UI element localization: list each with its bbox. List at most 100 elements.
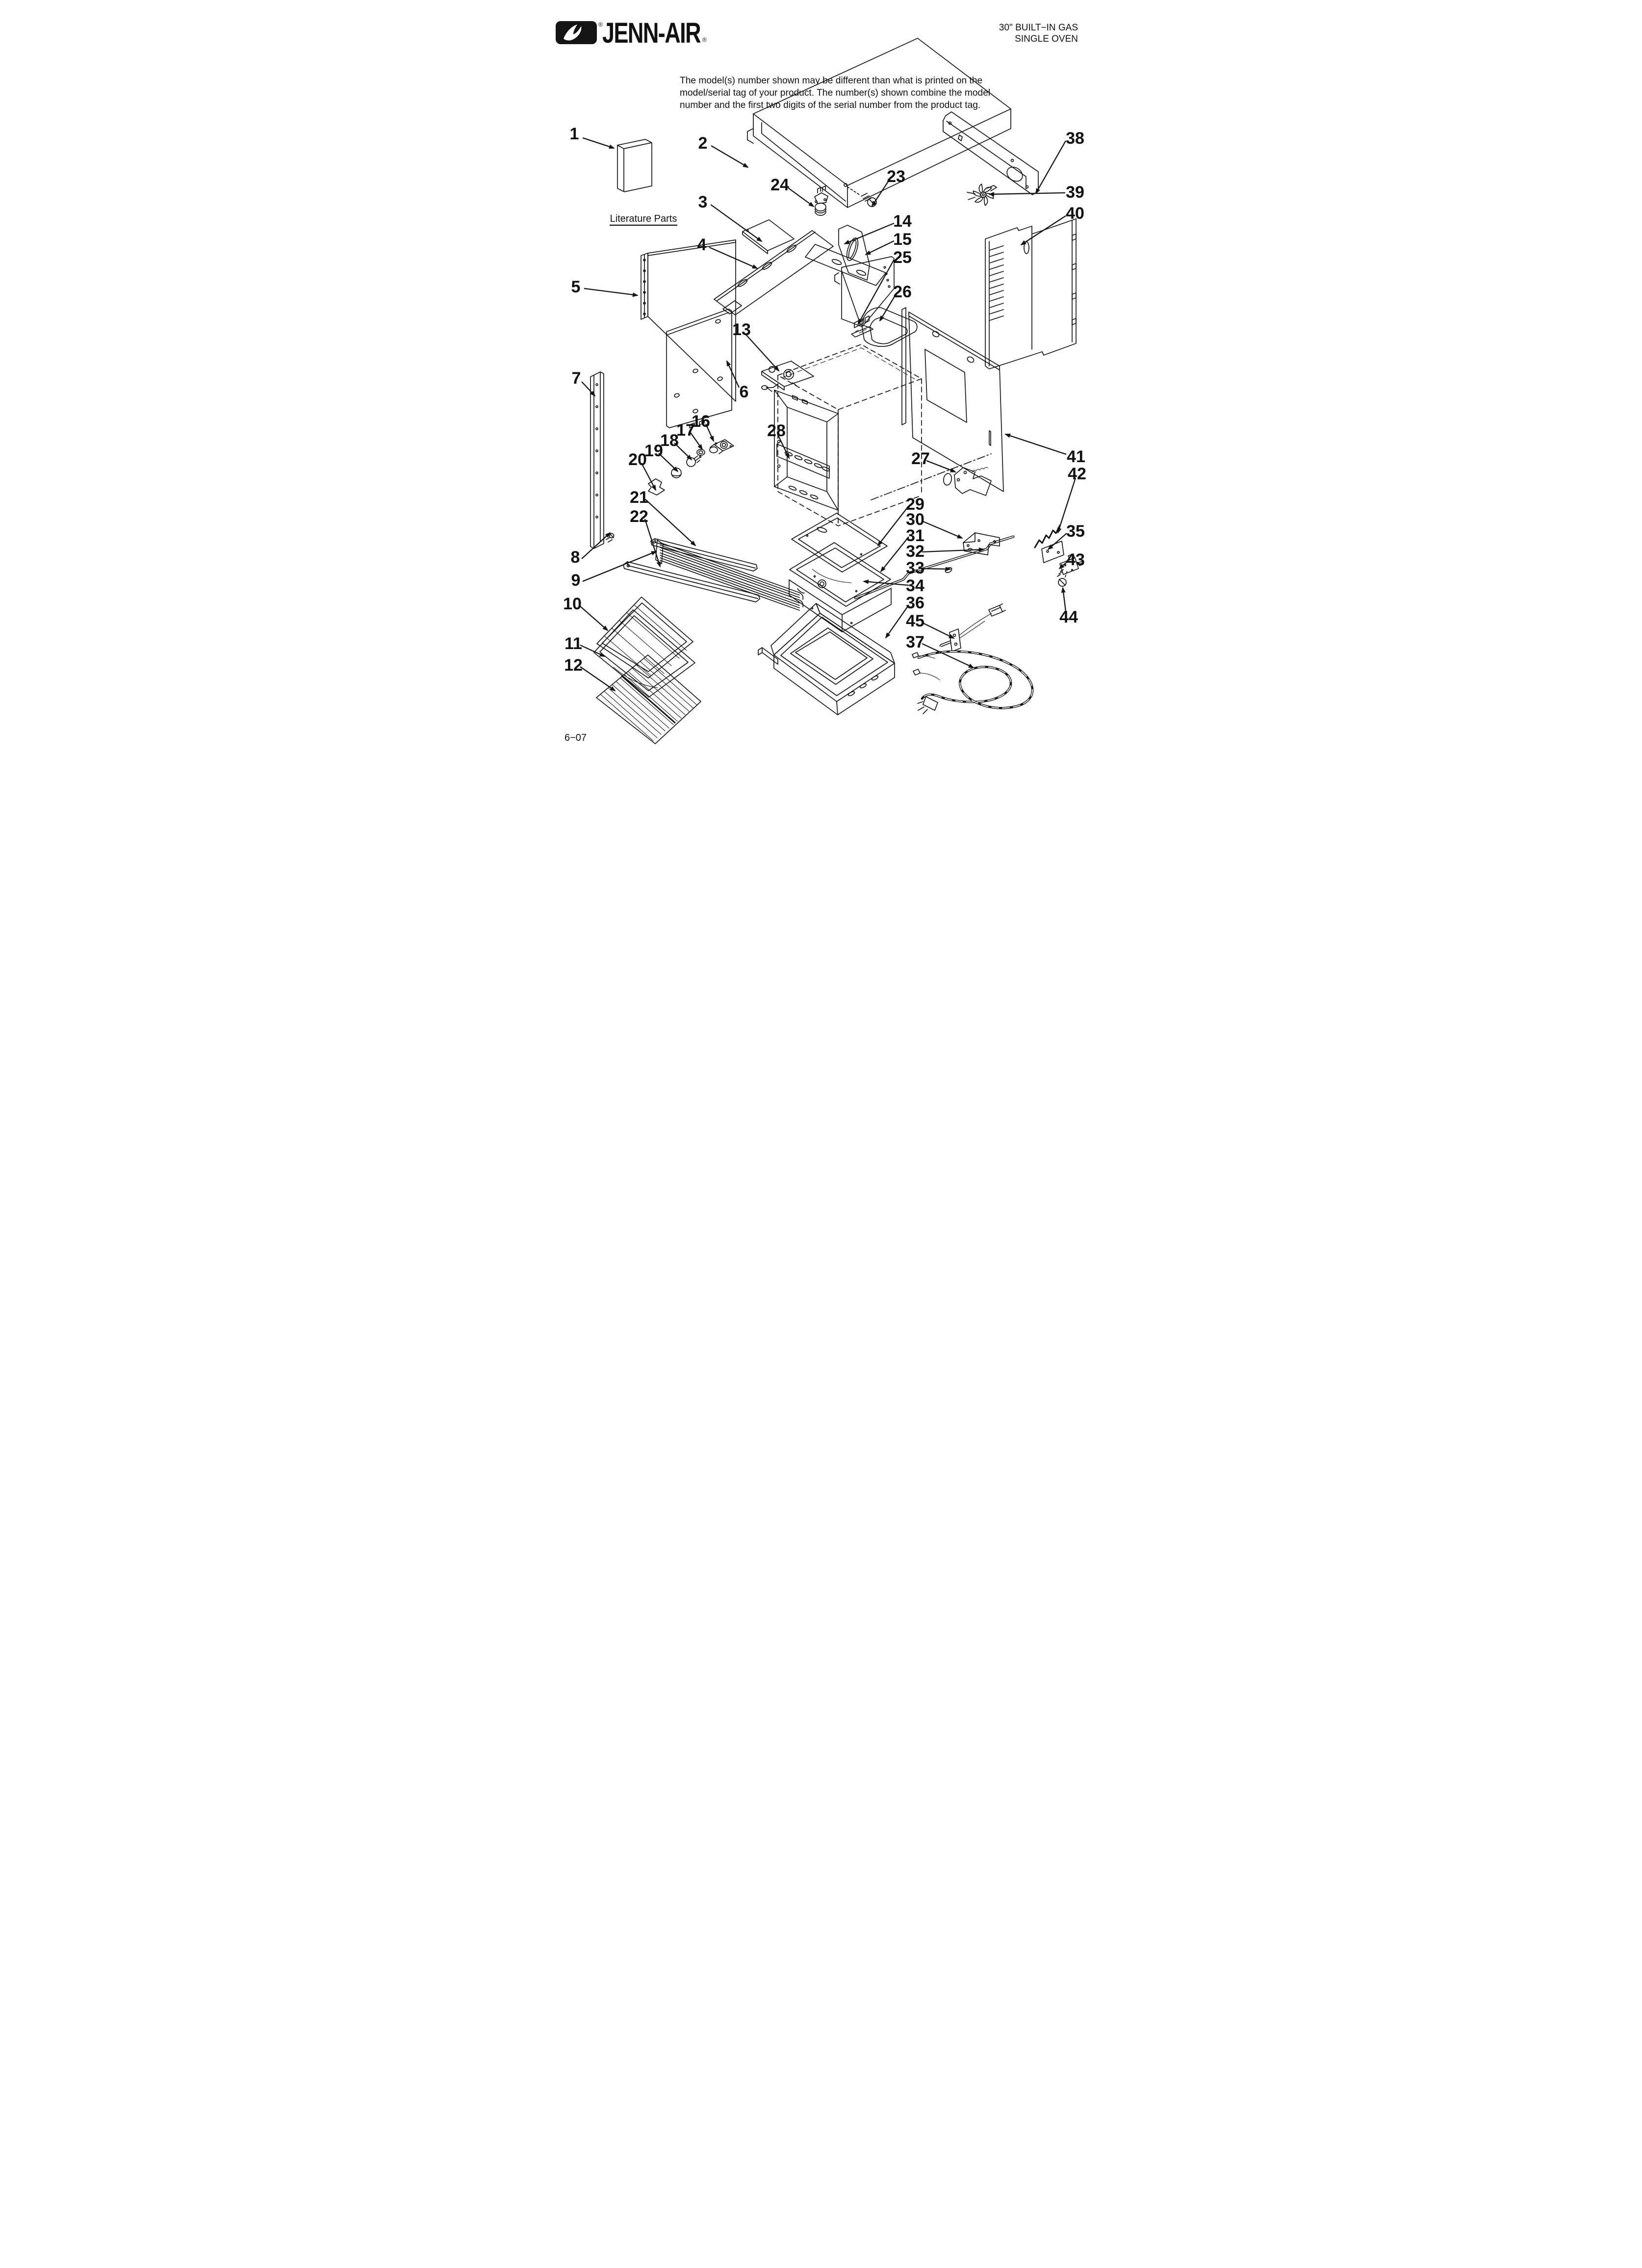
callout-leader-arrow-34 [863,579,909,586]
power-cord [912,650,1034,714]
callout-number-21: 21 [630,488,648,507]
callout-leader-arrow-25 [857,259,895,325]
broiler-pan [593,609,695,698]
callout-number-31: 31 [906,526,924,545]
callout-21: 21 [630,488,696,547]
switch-plate [1041,541,1064,563]
callout-leader-arrow-41 [1004,433,1067,455]
callout-number-40: 40 [1066,204,1084,223]
callout-26: 26 [879,283,912,322]
callout-35: 35 [1047,522,1085,550]
rear-panel [985,218,1077,369]
callout-36: 36 [885,594,924,639]
burner-chassis [714,230,886,315]
callout-number-28: 28 [767,421,786,440]
disclaimer-line2: model/serial tag of your product. The nu… [680,88,990,98]
temp-sensor [939,603,1006,652]
callout-25: 25 [857,248,912,325]
callout-8: 8 [571,532,611,567]
callout-leader-arrow-4 [709,246,758,269]
literature-parts-label: Literature Parts [610,213,677,226]
callout-leader-arrow-22 [644,519,661,568]
bottom-burner-pan [789,542,891,607]
callout-leader-arrow-23 [871,180,890,207]
callout-43: 43 [1058,550,1085,570]
callout-number-34: 34 [906,576,924,595]
callout-10: 10 [563,595,609,631]
callout-28: 28 [767,421,790,459]
top-cover [747,38,1011,208]
callout-number-7: 7 [572,369,581,388]
callout-number-36: 36 [906,594,924,612]
callout-22: 22 [630,507,661,568]
callout-leader-arrow-10 [579,605,609,631]
callout-number-4: 4 [697,235,707,254]
callout-leader-arrow-3 [710,204,763,242]
callout-number-18: 18 [660,431,679,450]
callout-number-25: 25 [893,248,912,267]
callout-leader-arrow-21 [645,499,696,547]
callout-number-37: 37 [906,633,924,652]
callout-leader-arrow-32 [922,547,985,553]
callout-leader-arrow-8 [581,532,611,559]
callout-number-20: 20 [628,450,647,469]
callout-6: 6 [726,360,749,401]
callout-leader-arrow-14 [844,222,895,245]
callout-7: 7 [572,369,596,397]
callout-leader-arrow-38 [1035,140,1066,194]
callout-32: 32 [906,542,985,561]
brand-logo: ® JENN-AIR ® [556,17,707,49]
callout-number-42: 42 [1068,465,1086,483]
callout-leader-arrow-9 [582,550,657,582]
callout-4: 4 [697,235,758,269]
inner-side-panel [666,309,732,428]
callout-number-1: 1 [570,125,579,143]
tube-ferrule [945,567,952,574]
callout-38: 38 [1035,129,1084,194]
callout-24: 24 [770,176,815,208]
callout-40: 40 [1020,204,1084,246]
callout-20: 20 [628,450,657,491]
footer-date-code: 6−07 [564,732,587,743]
literature-parts-text: Literature Parts [610,213,677,224]
side-trim-strip [590,371,604,549]
callout-1: 1 [570,125,615,149]
callout-number-43: 43 [1066,550,1085,569]
callout-number-6: 6 [740,383,749,401]
callout-number-13: 13 [732,320,751,339]
callout-leader-arrow-27 [926,460,956,473]
callout-leader-arrow-28 [777,434,790,459]
callout-number-16: 16 [692,412,710,431]
callout-37: 37 [906,633,975,669]
callout-leader-arrow-18 [674,443,693,461]
callout-number-12: 12 [564,656,583,675]
callout-number-44: 44 [1059,608,1078,626]
callout-45: 45 [906,612,955,639]
callout-39: 39 [988,183,1084,202]
callout-12: 12 [564,656,616,692]
door-latch [954,467,992,496]
callout-number-22: 22 [630,507,648,526]
rear-vent-bracket [943,111,1039,195]
callout-number-27: 27 [911,449,930,468]
callout-27: 27 [911,449,956,473]
side-panel-left [641,239,736,402]
callout-number-5: 5 [571,278,581,296]
oven-bottom [791,513,888,573]
callout-leader-arrow-13 [745,334,780,372]
callout-leader-arrow-45 [922,622,955,639]
registered-mark-icon: ® [598,21,603,28]
callout-leader-arrow-2 [711,145,749,168]
callout-leader-arrow-30 [922,520,963,539]
disclaimer-line1: The model(s) number shown may be differe… [680,76,982,86]
callout-leader-arrow-26 [879,294,896,322]
callout-leader-arrow-36 [885,604,909,639]
callout-leader-arrow-17 [690,432,703,450]
callout-30: 30 [906,510,963,539]
callout-31: 31 [880,526,924,573]
callout-number-11: 11 [564,634,582,653]
callout-leader-arrow-7 [581,381,596,397]
door-switch [1059,553,1084,575]
callout-leader-arrow-1 [582,137,615,149]
callout-number-10: 10 [563,595,582,613]
